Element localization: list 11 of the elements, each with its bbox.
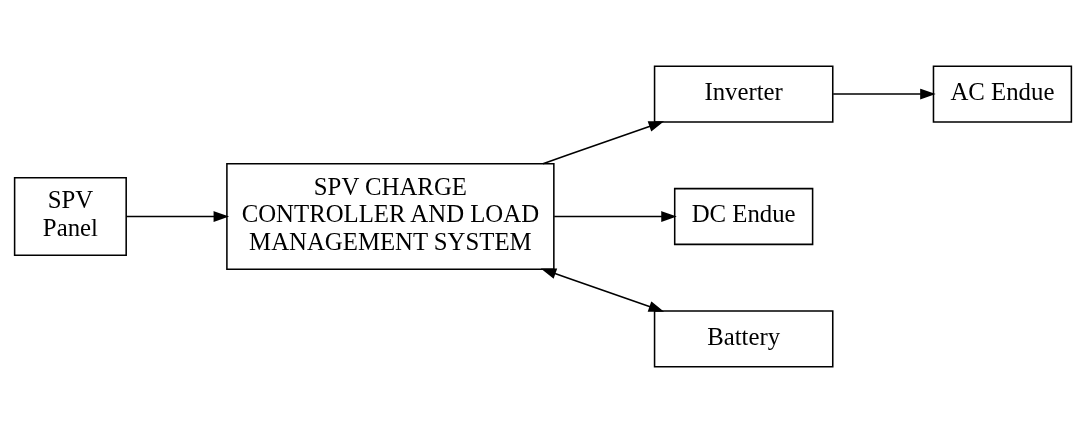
node-box: AC Endue — [932, 65, 1073, 123]
arrow — [125, 211, 230, 222]
arrow — [832, 88, 936, 100]
node-box: Inverter — [653, 65, 834, 123]
node-box: SPV CHARGE CONTROLLER AND LOAD MANAGEMENT SYSTEM — [226, 163, 555, 270]
node-box: SPV Panel — [13, 177, 127, 256]
arrow — [553, 211, 677, 222]
node-box: Battery — [653, 310, 834, 368]
arrow — [540, 268, 665, 312]
arrow — [542, 121, 665, 165]
node-box: DC Endue — [673, 187, 814, 246]
